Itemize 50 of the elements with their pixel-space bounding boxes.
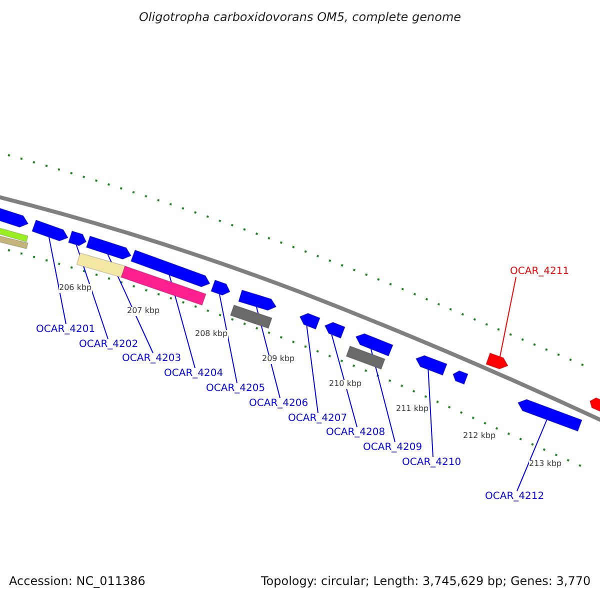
gene-label: OCAR_4207	[288, 413, 348, 424]
gene-label: OCAR_4205	[206, 383, 266, 394]
gene-feature	[230, 304, 272, 329]
gene-feature	[346, 346, 386, 370]
accession-text: Accession: NC_011386	[9, 575, 146, 588]
leader-line	[516, 419, 548, 492]
genome-info-text: Topology: circular; Length: 3,745,629 bp; Genes: 3,770	[261, 575, 591, 588]
gene-feature	[76, 252, 126, 278]
leader-line	[500, 276, 516, 357]
gene-feature	[130, 250, 210, 288]
gene-feature	[590, 397, 600, 412]
leader-line	[306, 325, 318, 414]
gene-feature	[0, 234, 28, 250]
gene-feature	[486, 352, 508, 370]
gene-feature	[0, 206, 29, 228]
scale-label: 206 kbp	[59, 284, 92, 293]
scale-label: 208 kbp	[195, 330, 228, 339]
gene-label: OCAR_4203	[122, 353, 182, 364]
gene-label: OCAR_4209	[363, 442, 422, 453]
gene-feature	[0, 226, 28, 242]
gene-feature	[452, 370, 468, 385]
leader-line	[48, 236, 66, 324]
scale-label: 209 kbp	[262, 355, 295, 364]
scale-label: 212 kbp	[463, 432, 496, 441]
gene-feature	[324, 322, 346, 339]
gene-label: OCAR_4206	[249, 398, 308, 409]
gene-feature	[299, 312, 320, 330]
gene-label: OCAR_4202	[79, 339, 138, 350]
leader-line	[428, 369, 434, 458]
gene-label: OCAR_4211	[510, 266, 570, 277]
gene-feature	[210, 280, 230, 296]
leader-line	[219, 294, 238, 384]
gene-feature	[517, 399, 582, 432]
gene-feature	[415, 355, 448, 376]
gene-feature	[68, 230, 87, 246]
gene-label: OCAR_4208	[326, 427, 386, 438]
gene-label: OCAR_4204	[164, 368, 224, 379]
gene-feature	[120, 266, 206, 306]
gene-feature	[238, 290, 277, 311]
scale-label: 207 kbp	[127, 307, 160, 316]
scale-label: 213 kbp	[529, 460, 562, 469]
gene-label: OCAR_4210	[402, 457, 462, 468]
scale-label: 211 kbp	[396, 405, 429, 414]
title: Oligotropha carboxidovorans OM5, complete genome	[138, 11, 462, 24]
scale-label: 210 kbp	[329, 380, 362, 389]
gene-feature	[86, 236, 132, 260]
leader-line	[331, 334, 358, 428]
gene-label: OCAR_4212	[485, 491, 544, 502]
gene-label: OCAR_4201	[36, 324, 96, 335]
gene-feature	[355, 333, 394, 356]
